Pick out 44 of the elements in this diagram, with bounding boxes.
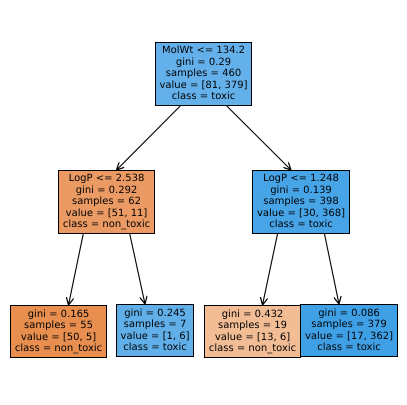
node-text: MolWt <= 134.2: [162, 45, 246, 57]
arrow: [324, 234, 342, 305]
node-text: gini = 0.432: [222, 308, 284, 320]
tree-node-box: [10, 305, 107, 358]
node-text: samples = 398: [263, 196, 339, 208]
arrow: [260, 234, 278, 306]
node-text: samples = 7: [124, 319, 186, 330]
tree-node-box: [155, 42, 252, 106]
arrow: [66, 234, 84, 306]
node-text: class = toxic: [123, 342, 187, 354]
node-text: gini = 0.292: [76, 184, 138, 196]
arrow: [116, 106, 181, 171]
node-text: value = [13, 6]: [214, 332, 290, 343]
node-text: class = non_toxic: [208, 343, 296, 354]
node-text: class = toxic: [317, 342, 381, 354]
node-text: gini = 0.165: [28, 308, 90, 320]
node-text: class = toxic: [269, 219, 333, 231]
tree-node-box: [204, 305, 301, 358]
node-text: gini = 0.245: [124, 308, 186, 318]
node-text: gini = 0.139: [270, 184, 332, 196]
node-text: gini = 0.086: [318, 308, 380, 318]
node-text: value = [1, 6]: [120, 330, 190, 342]
node-text: LogP <= 1.248: [263, 173, 339, 185]
arrow: [226, 106, 292, 171]
node-text: value = [50, 5]: [20, 332, 96, 343]
node-text: value = [30, 368]: [256, 208, 346, 219]
node-text: samples = 55: [24, 320, 94, 332]
node-text: samples = 460: [166, 68, 242, 80]
tree-node-box: [252, 170, 350, 234]
arrow: [129, 234, 148, 305]
node-text: class = toxic: [172, 91, 236, 103]
tree-node-box: [116, 304, 194, 357]
node-text: value = [51, 11]: [66, 208, 148, 219]
node-text: samples = 62: [72, 196, 142, 208]
node-text: value = [81, 379]: [159, 80, 248, 91]
node-text: LogP <= 2.538: [68, 173, 144, 185]
node-text: samples = 19: [218, 320, 288, 332]
node-text: value = [17, 362]: [304, 330, 394, 342]
node-text: class = non_toxic: [14, 343, 102, 354]
tree-node-box: [58, 170, 155, 234]
node-text: class = non_toxic: [62, 219, 150, 231]
node-text: gini = 0.29: [176, 56, 232, 68]
tree-node-box: [300, 304, 398, 357]
node-text: samples = 379: [311, 319, 387, 330]
